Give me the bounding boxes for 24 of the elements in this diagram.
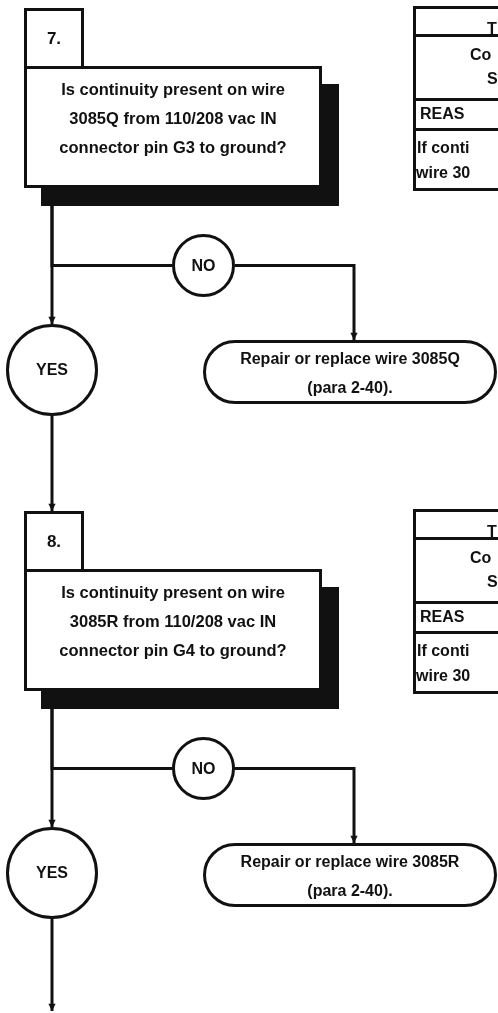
table-cell-text: REAS <box>420 608 465 626</box>
answer-circle: NO <box>172 234 235 297</box>
action-terminal: Repair or replace wire 3085R (para 2-40). <box>203 843 497 907</box>
step-number-box: 7. <box>24 8 84 69</box>
step-number-box: 8. <box>24 511 84 572</box>
table-cell-text: If conti <box>417 139 470 157</box>
answer-circle: YES <box>6 827 98 919</box>
table-cell-text: REAS <box>420 105 465 123</box>
table-cell-text: Co <box>470 46 492 64</box>
table-cell-text: Co <box>470 549 492 567</box>
arrow <box>235 264 358 340</box>
table-cell-text: wire 30 <box>416 164 471 182</box>
arrow <box>48 416 56 511</box>
table-cell-text: wire 30 <box>416 667 471 685</box>
answer-circle: YES <box>6 324 98 416</box>
arrow <box>235 767 358 843</box>
action-terminal: Repair or replace wire 3085Q (para 2-40). <box>203 340 497 404</box>
table-cell-text: S <box>487 70 498 88</box>
arrow <box>48 919 56 1011</box>
table-cell-text: T <box>487 20 497 38</box>
table-cell-text: S <box>487 573 498 591</box>
table-cell-text: T <box>487 523 497 541</box>
answer-circle: NO <box>172 737 235 800</box>
table-cell-text: If conti <box>417 642 470 660</box>
